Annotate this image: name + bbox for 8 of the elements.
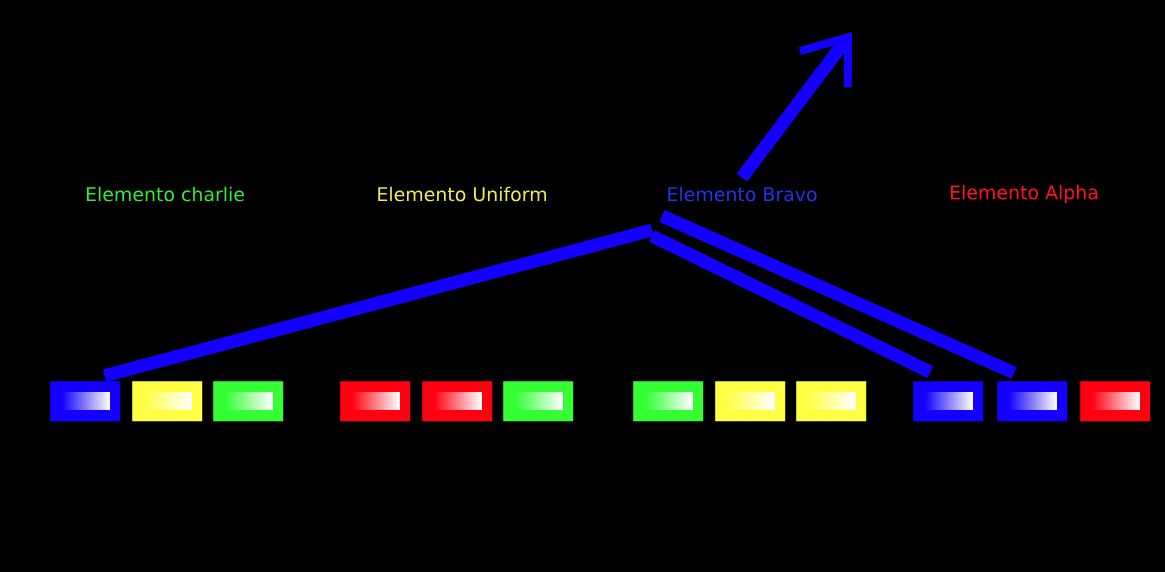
heading-text: Elemento Bravo [668,186,817,202]
heading-text: Elemento charlie [86,186,244,202]
heading-text: Elemento Alpha [950,184,1098,204]
connector-line [736,32,852,182]
connector-line [659,210,1017,379]
heading-text: Elemento Uniform [378,186,546,202]
connector-line [649,230,934,379]
connector-line [102,223,654,383]
